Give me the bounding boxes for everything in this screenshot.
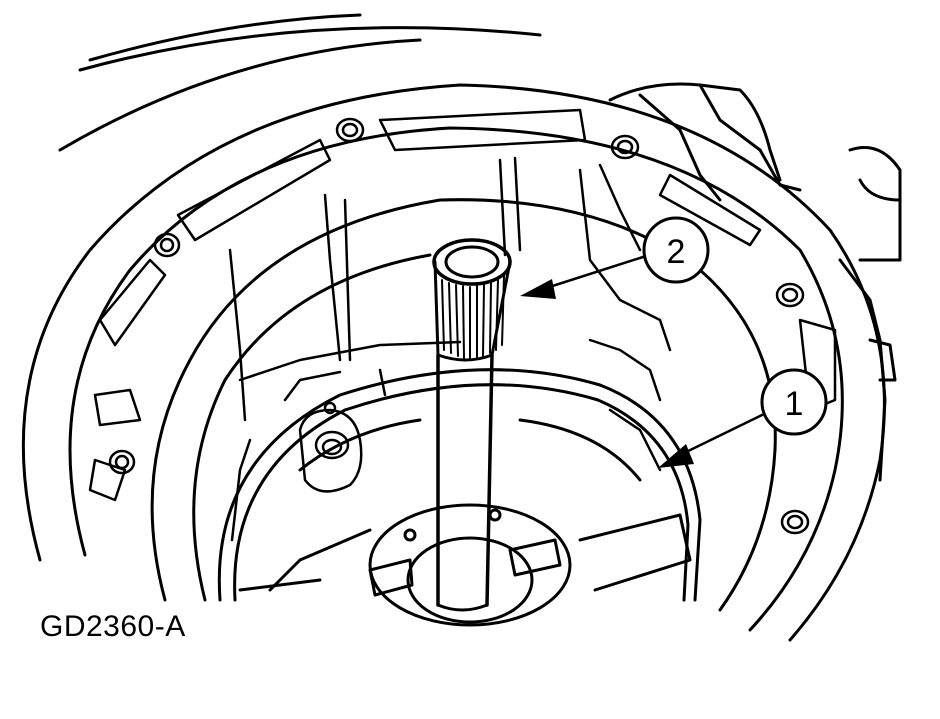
callout-1-leader — [678, 413, 764, 457]
callout-leaders — [538, 255, 764, 457]
bolt-hole — [610, 134, 640, 160]
figure-id-label: GD2360-A — [40, 610, 186, 643]
bolt-hole — [153, 232, 181, 258]
bolt-hole — [335, 117, 365, 143]
bolt-hole — [780, 509, 810, 535]
shell-mounting-tab — [298, 401, 363, 493]
outer-flange — [21, 83, 886, 642]
callout-2-number: 2 — [667, 233, 686, 271]
case-internal-walls — [228, 156, 672, 542]
inner-bore — [150, 198, 777, 612]
input-shaft-splines — [432, 238, 512, 362]
callout-2-leader — [538, 255, 645, 292]
bolt-hole — [108, 449, 136, 475]
callout-1-arrowhead — [658, 444, 694, 468]
callout-1-number: 1 — [785, 385, 804, 423]
reaction-shell — [217, 368, 702, 602]
callout-1: 1 — [760, 368, 828, 436]
bolt-holes — [108, 117, 810, 535]
callout-2-arrowhead — [520, 279, 556, 299]
input-shaft — [436, 353, 494, 612]
bolt-hole — [775, 282, 805, 308]
callout-2: 2 — [642, 216, 710, 284]
center-hub — [368, 503, 572, 627]
